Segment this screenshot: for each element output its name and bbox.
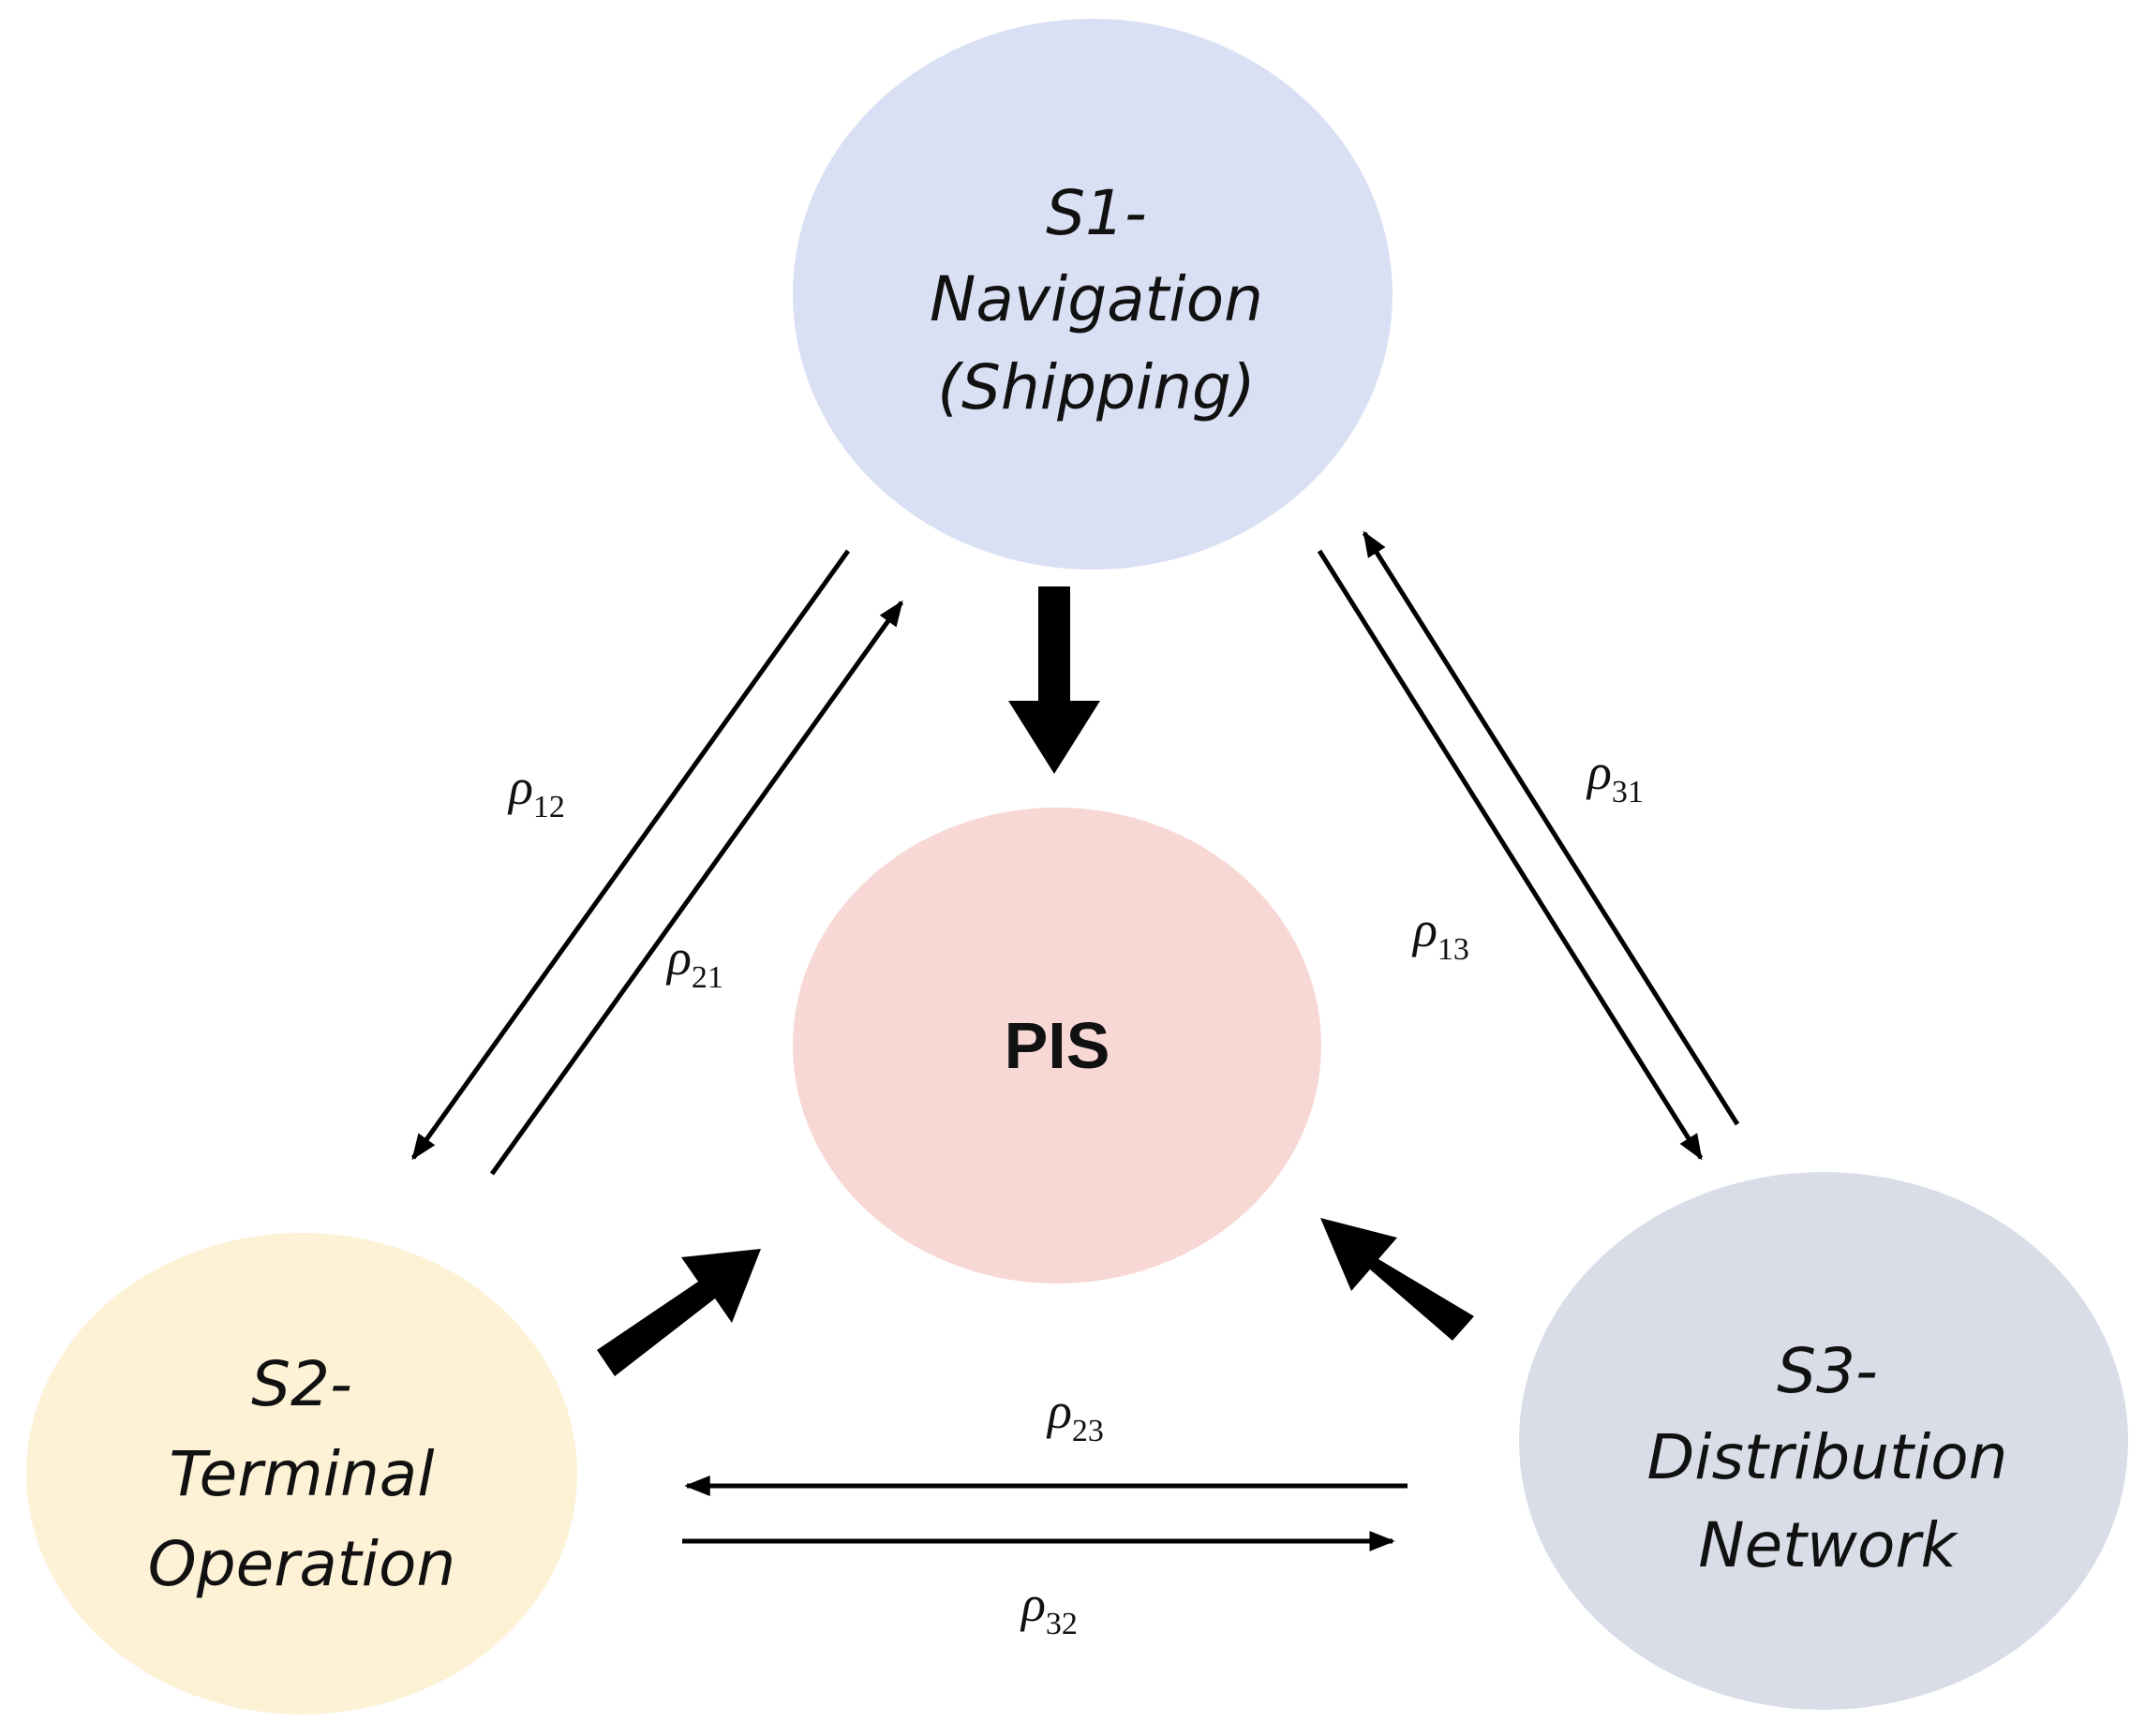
rho12-arrow <box>410 549 851 1161</box>
s1-label-line2: Navigation <box>930 263 1263 335</box>
s1-to-pis-thick-arrow <box>1008 586 1100 774</box>
s1-label-line3: (Shipping) <box>937 351 1255 423</box>
rho13-arrow <box>1317 549 1704 1161</box>
s3-to-pis-thick-arrow <box>1320 1218 1474 1341</box>
rho21-subscript: 21 <box>692 960 723 995</box>
rho12-subscript: 12 <box>533 790 565 824</box>
s2-terminal-node <box>26 1233 577 1714</box>
rho23-symbol: ρ <box>1046 1383 1072 1439</box>
rho31-arrow <box>1362 530 1740 1126</box>
rho13-label: ρ13 <box>1411 901 1469 967</box>
rho23-label: ρ23 <box>1046 1383 1104 1448</box>
s2-label-line3: Operation <box>148 1528 455 1600</box>
rho32-subscript: 32 <box>1046 1607 1078 1641</box>
s2-label-line1: S2- <box>251 1348 352 1420</box>
rho13-subscript: 13 <box>1437 932 1469 967</box>
s2-to-pis-thick-arrow <box>597 1249 761 1376</box>
rho21-arrow <box>489 600 904 1176</box>
rho13-symbol: ρ <box>1411 901 1437 957</box>
s3-label-line3: Network <box>1698 1509 1959 1581</box>
rho32-symbol: ρ <box>1020 1576 1046 1632</box>
pis-label: PIS <box>1005 1009 1110 1082</box>
rho23-subscript: 23 <box>1072 1414 1104 1448</box>
rho32-label: ρ32 <box>1020 1576 1078 1641</box>
s3-distribution-node <box>1519 1172 2128 1710</box>
rho31-subscript: 31 <box>1612 775 1644 809</box>
pis-center-node <box>793 808 1321 1283</box>
rho31-label: ρ31 <box>1586 744 1644 809</box>
s3-label-line1: S3- <box>1777 1335 1878 1407</box>
s1-label-line1: S1- <box>1046 177 1147 249</box>
rho21-symbol: ρ <box>665 929 692 986</box>
s1-navigation-node <box>793 19 1393 570</box>
rho12-symbol: ρ <box>507 759 533 815</box>
rho12-label: ρ12 <box>507 759 565 824</box>
s3-label-line2: Distribution <box>1646 1421 2007 1493</box>
rho21-label: ρ21 <box>665 929 723 995</box>
s2-label-line2: Terminal <box>169 1438 435 1510</box>
rho31-symbol: ρ <box>1586 744 1612 800</box>
